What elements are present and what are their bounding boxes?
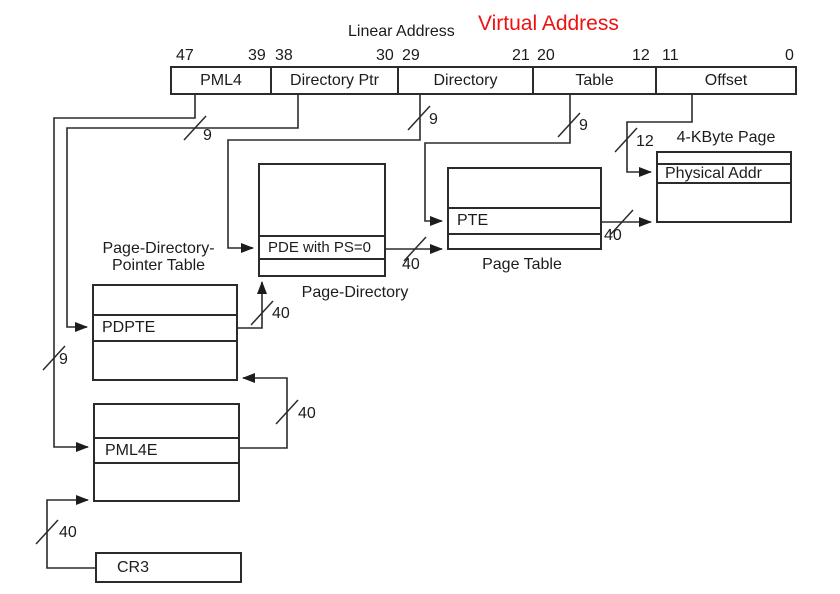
divider xyxy=(260,258,384,260)
divider xyxy=(94,314,236,316)
bit-label-0: 0 xyxy=(785,47,794,64)
bus-width-pdpte-out: 40 xyxy=(272,305,290,322)
pdpt-title-line1: Page-Directory- xyxy=(102,240,215,257)
bus-width-cr3: 40 xyxy=(59,524,77,541)
bus-width-pml4-index: 9 xyxy=(59,351,68,368)
cr3-label: CR3 xyxy=(117,558,150,576)
divider xyxy=(95,462,238,464)
slash-directory-ptr-index xyxy=(183,115,207,141)
bit-label-30: 30 xyxy=(376,47,394,64)
pdpte-entry: PDPTE xyxy=(102,319,156,336)
directory-ptr-index-arrow xyxy=(66,95,299,332)
divider xyxy=(658,163,790,165)
page-directory-pointer-table-box: PDPTE xyxy=(92,284,238,381)
offset-arrow xyxy=(626,95,693,177)
bus-width-offset: 12 xyxy=(636,133,654,150)
pml4-index-arrow xyxy=(53,95,196,452)
slash-pml4-index xyxy=(42,345,66,371)
divider xyxy=(94,340,236,342)
linear-address-box: PML4 Directory Ptr Directory Table Offse… xyxy=(170,66,797,95)
divider xyxy=(449,207,600,209)
pdpt-title: Page-Directory- Pointer Table xyxy=(76,240,241,274)
pte-entry: PTE xyxy=(457,212,489,229)
virtual-address-title: Virtual Address xyxy=(478,12,619,35)
cr3-to-pml4e-arrow xyxy=(46,495,95,569)
pml4e-to-pdpte-arrow xyxy=(240,373,288,449)
cr3-box: CR3 xyxy=(95,552,242,583)
table-index-arrow xyxy=(424,95,571,226)
linear-address-title: Linear Address xyxy=(348,23,455,40)
bit-label-47: 47 xyxy=(176,47,194,64)
slash-pml4e-out xyxy=(275,399,299,425)
field-offset: Offset xyxy=(655,68,795,93)
slash-cr3 xyxy=(35,519,59,545)
bit-label-12: 12 xyxy=(632,47,650,64)
bit-label-39: 39 xyxy=(248,47,266,64)
pdpte-to-pde-arrow xyxy=(238,281,267,329)
bus-width-directory-ptr: 9 xyxy=(203,127,212,144)
page-directory-title: Page-Directory xyxy=(301,284,409,301)
bus-width-pml4e-out: 40 xyxy=(298,405,316,422)
field-directory-ptr: Directory Ptr xyxy=(270,68,397,93)
directory-index-arrow xyxy=(227,95,421,253)
bit-label-11: 11 xyxy=(662,47,679,64)
page-4k-box: Physical Addr xyxy=(656,151,792,223)
pde-entry: PDE with PS=0 xyxy=(268,239,371,256)
bit-label-38: 38 xyxy=(275,47,293,64)
physical-addr-entry: Physical Addr xyxy=(665,164,762,182)
pml4e-entry: PML4E xyxy=(105,441,158,459)
page-table-title: Page Table xyxy=(482,256,562,273)
divider xyxy=(260,235,384,237)
bus-width-table: 9 xyxy=(579,117,588,134)
bus-width-directory: 9 xyxy=(429,111,438,128)
slash-directory-index xyxy=(407,105,431,131)
field-pml4: PML4 xyxy=(200,71,242,89)
field-table: Table xyxy=(532,68,655,93)
divider xyxy=(449,233,600,235)
bus-width-pde-out: 40 xyxy=(402,256,420,273)
bit-label-29: 29 xyxy=(402,47,420,64)
divider xyxy=(658,182,790,184)
pdpt-title-line2: Pointer Table xyxy=(111,257,206,274)
slash-pdpte-out xyxy=(250,300,274,326)
divider xyxy=(95,437,238,439)
slash-offset xyxy=(614,127,638,153)
page-4k-title: 4-KByte Page xyxy=(676,129,776,146)
slash-pde-out xyxy=(403,236,427,262)
bit-label-21: 21 xyxy=(512,47,530,64)
page-table-box: PTE xyxy=(447,167,602,250)
bit-label-20: 20 xyxy=(537,47,555,64)
slash-table-index xyxy=(557,112,581,138)
page-directory-box: PDE with PS=0 xyxy=(258,163,386,277)
bus-width-pte-out: 40 xyxy=(604,227,622,244)
slash-pte-out xyxy=(610,209,634,235)
field-directory: Directory xyxy=(397,68,532,93)
pml4-table-box: PML4E xyxy=(93,403,240,502)
